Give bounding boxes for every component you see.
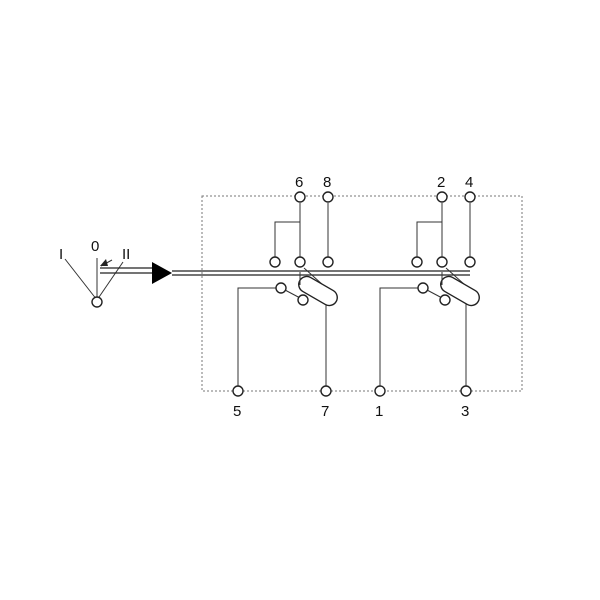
terminal-7 bbox=[320, 385, 332, 397]
wire-2-left bbox=[416, 203, 443, 261]
terminal-5 bbox=[232, 385, 244, 397]
wire-6-left bbox=[274, 203, 301, 261]
terminal-4 bbox=[464, 191, 476, 203]
contact-node bbox=[464, 256, 476, 268]
contact-node bbox=[275, 282, 287, 294]
terminal-label-8: 8 bbox=[323, 174, 331, 191]
actuator-shaft bbox=[100, 262, 470, 284]
contact-node bbox=[436, 256, 448, 268]
contact-group-right bbox=[374, 191, 480, 397]
wire-5 bbox=[237, 287, 281, 388]
contact-node bbox=[411, 256, 423, 268]
terminal-label-4: 4 bbox=[465, 174, 473, 191]
terminal-label-5: 5 bbox=[233, 403, 241, 420]
terminal-1 bbox=[374, 385, 386, 397]
wire-1 bbox=[379, 287, 423, 388]
lever-pivot bbox=[91, 296, 103, 308]
terminal-8 bbox=[322, 191, 334, 203]
terminal-2 bbox=[436, 191, 448, 203]
terminal-label-1: 1 bbox=[375, 403, 383, 420]
selector-lever: I 0 II bbox=[59, 238, 130, 308]
terminal-6 bbox=[294, 191, 306, 203]
selector-label-0: 0 bbox=[91, 238, 99, 255]
contact-group-left bbox=[232, 191, 338, 397]
contact-node bbox=[322, 256, 334, 268]
terminal-label-7: 7 bbox=[321, 403, 329, 420]
contact-node bbox=[269, 256, 281, 268]
selector-label-ii: II bbox=[122, 246, 130, 263]
lever-arrowhead-icon bbox=[100, 259, 108, 266]
contact-node bbox=[294, 256, 306, 268]
lever-position-i-line bbox=[64, 258, 98, 301]
contact-node bbox=[439, 294, 451, 306]
shaft-arrowhead-icon bbox=[152, 262, 172, 284]
switch-housing bbox=[201, 195, 523, 392]
contact-node bbox=[417, 282, 429, 294]
selector-label-i: I bbox=[59, 246, 63, 263]
contact-node bbox=[297, 294, 309, 306]
terminal-label-3: 3 bbox=[461, 403, 469, 420]
terminal-label-2: 2 bbox=[437, 174, 445, 191]
terminal-label-6: 6 bbox=[295, 174, 303, 191]
terminal-3 bbox=[460, 385, 472, 397]
